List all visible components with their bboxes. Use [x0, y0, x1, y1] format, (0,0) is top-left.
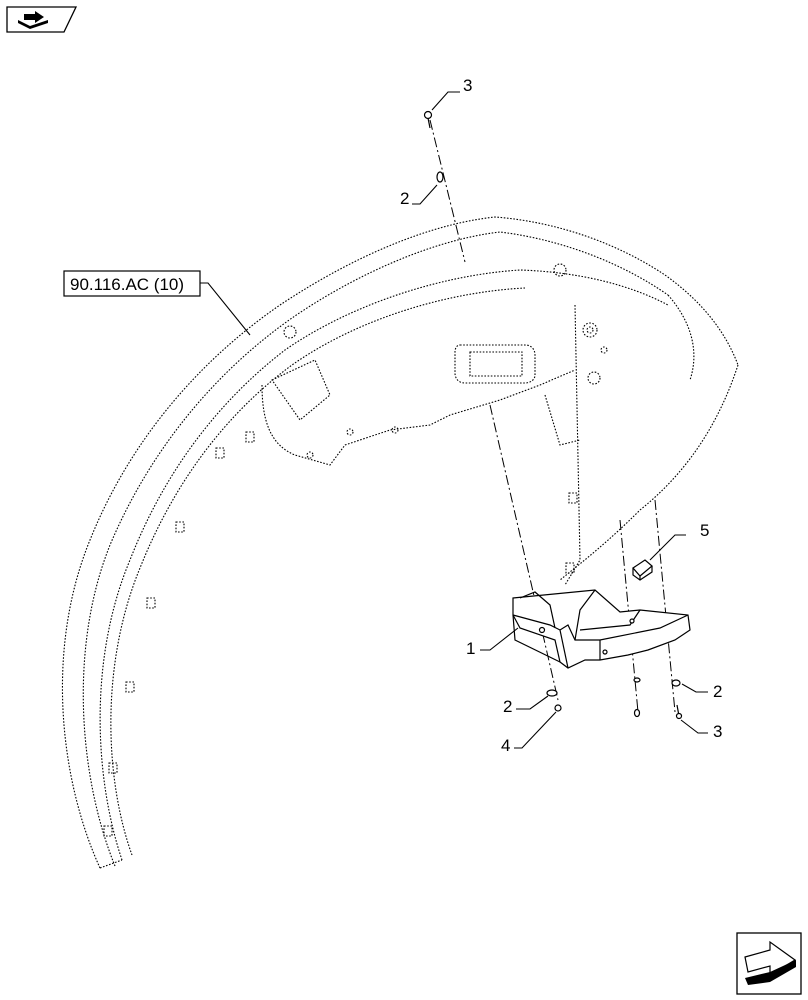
reference-leader	[200, 282, 251, 336]
clip-part	[632, 559, 653, 581]
screw-top	[423, 110, 433, 129]
washer-bottom-left	[546, 689, 558, 697]
fender-assembly	[61, 216, 739, 869]
callout-2-right: 2	[713, 682, 722, 701]
rim-clips	[103, 431, 578, 837]
callout-4: 4	[501, 736, 510, 755]
callout-3-right: 3	[713, 722, 722, 741]
callout-3-top: 3	[463, 76, 472, 95]
reference-label: 90.116.AC (10)	[70, 275, 184, 294]
navigation-arrow-icon[interactable]	[736, 932, 802, 995]
nut-bottom-left	[554, 704, 562, 712]
view-orientation-icon	[6, 6, 78, 33]
callout-leaders	[412, 91, 708, 749]
callout-2-left: 2	[503, 697, 512, 716]
reference-box[interactable]: 90.116.AC (10)	[63, 270, 201, 297]
washer-bottom-right	[671, 679, 681, 687]
washer-top	[436, 171, 444, 183]
callout-2-top: 2	[400, 189, 409, 208]
callout-5: 5	[700, 521, 709, 540]
mudguard-bracket	[512, 589, 691, 669]
screw-bottom-right	[675, 704, 683, 720]
washer-bottom-mid	[633, 677, 641, 718]
callout-1: 1	[466, 639, 475, 658]
